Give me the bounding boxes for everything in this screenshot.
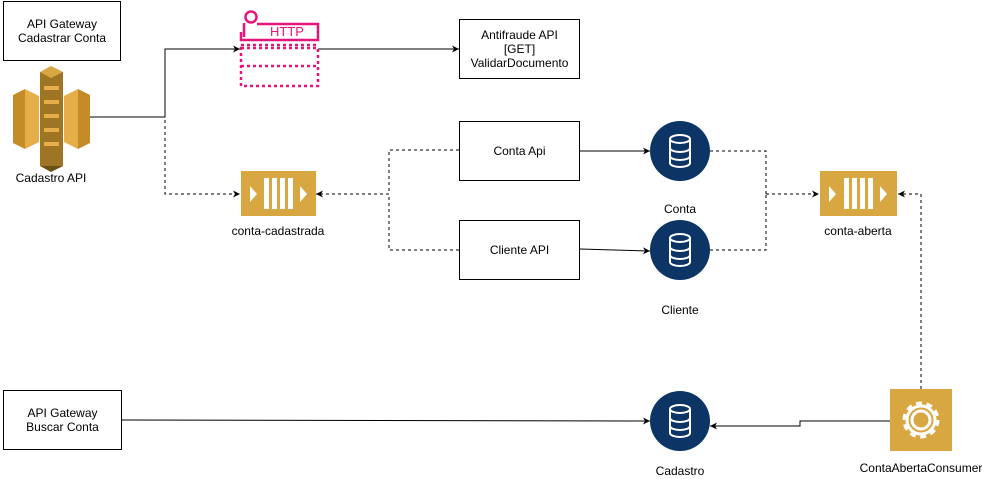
connector-clienteapi-to-db	[579, 247, 651, 255]
http-label: HTTP	[270, 24, 304, 39]
connector-clientedb-to-queue	[710, 194, 767, 251]
conta-cadastrada-label: conta-cadastrada	[231, 224, 325, 238]
api-gateway-cadastrar-box[interactable]: API Gateway Cadastrar Conta	[3, 1, 121, 61]
connector-buscar-to-db	[121, 417, 651, 425]
cliente-db-label: Cliente	[661, 303, 699, 317]
api-gateway-icon	[13, 66, 90, 172]
api-gateway-buscar-box[interactable]: API Gateway Buscar Conta	[3, 390, 122, 450]
conta-api-box[interactable]: Conta Api	[459, 121, 580, 181]
connector-contadb-to-queue	[710, 150, 767, 194]
sqs-queue-icon	[820, 171, 897, 216]
cadastro-api-label: Cadastro API	[15, 171, 87, 185]
sqs-queue-icon	[241, 171, 316, 216]
conta-aberta-label: conta-aberta	[824, 224, 892, 238]
connector-consumer-to-db	[710, 420, 890, 430]
gear-icon	[890, 389, 952, 451]
connector-consumer-to-queue	[898, 190, 922, 389]
database-icon	[650, 391, 710, 451]
http-endpoint-icon	[239, 10, 320, 88]
connector-clienteapi-to-queue	[388, 194, 459, 251]
database-icon	[650, 220, 710, 280]
connector-contaapi-to-queue	[388, 149, 459, 194]
antifraude-api-box[interactable]: Antifraude API [GET] ValidarDocumento	[459, 19, 580, 79]
connector-cadastro-to-queue	[90, 116, 240, 198]
cadastro-db-label: Cadastro	[655, 464, 705, 478]
cliente-api-box[interactable]: Cliente API	[459, 220, 580, 280]
consumer-label: ContaAbertaConsumer	[859, 461, 982, 475]
database-icon	[650, 121, 710, 181]
conta-db-label: Conta	[663, 202, 697, 216]
